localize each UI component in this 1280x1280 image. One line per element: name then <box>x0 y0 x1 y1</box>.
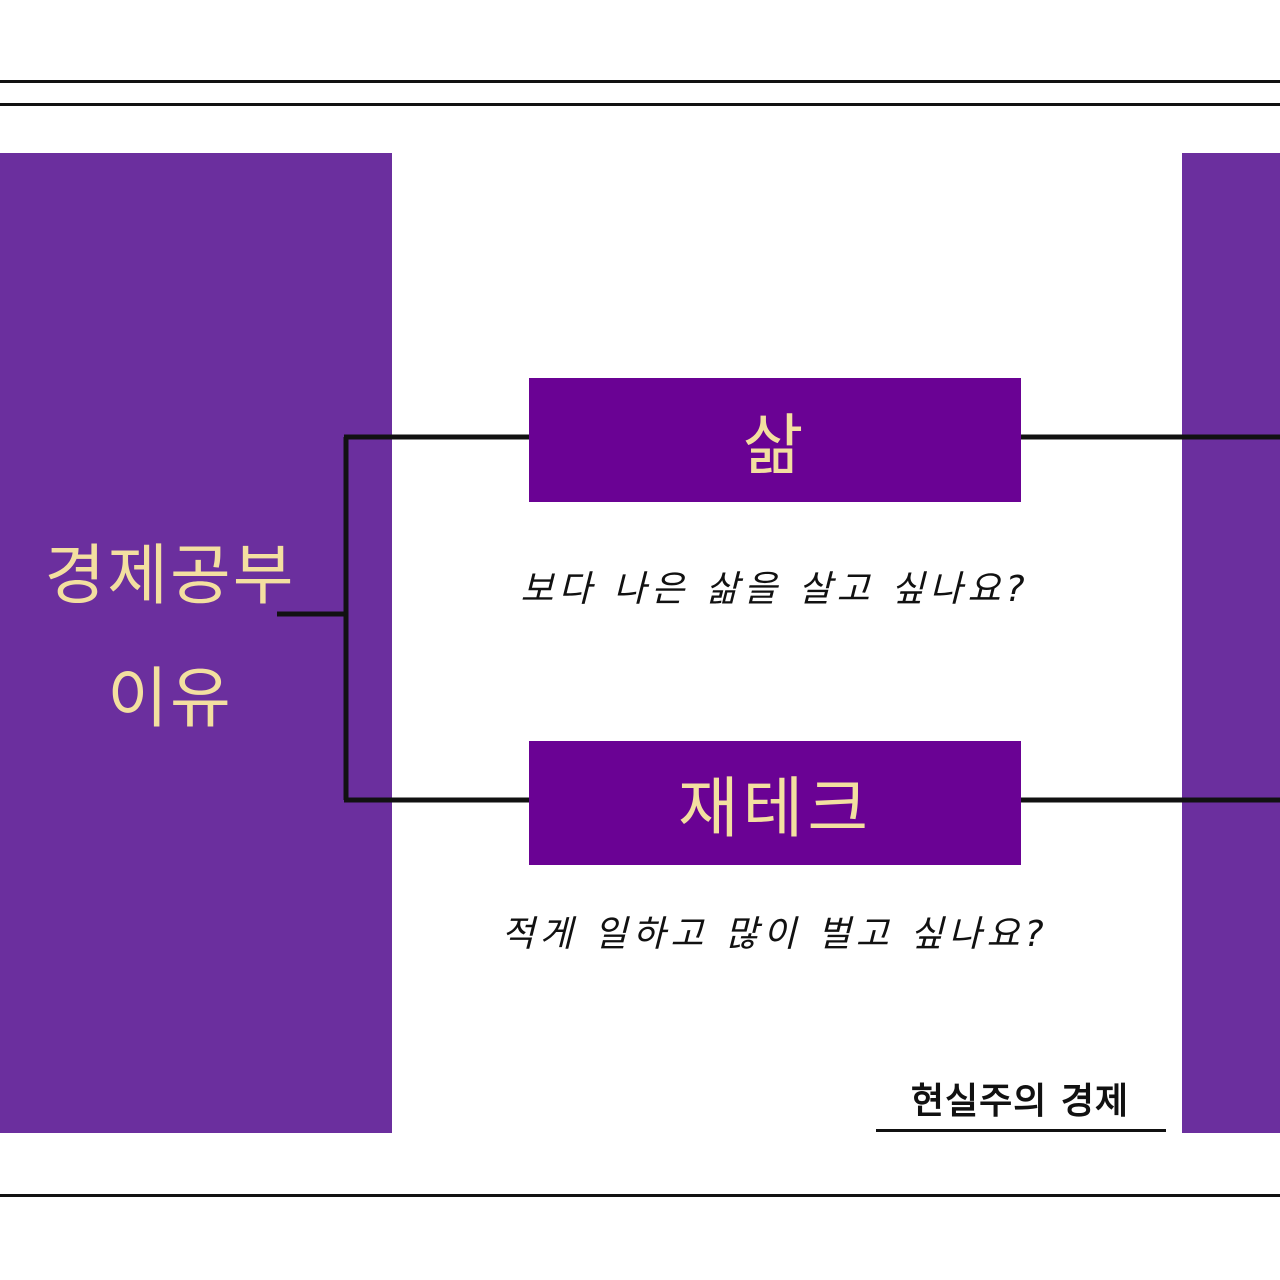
brand-underline <box>876 1129 1166 1132</box>
left-panel <box>0 153 392 1133</box>
branch-box-life: 삶 <box>529 378 1021 502</box>
top-rule-2 <box>0 103 1280 106</box>
top-rule-1 <box>0 80 1280 83</box>
branch-question-investment: 적게 일하고 많이 벌고 싶나요? <box>501 914 1049 955</box>
main-title-line2: 이유 <box>107 660 233 737</box>
brand-label: 현실주의 경제 <box>910 1081 1130 1122</box>
right-panel <box>1182 153 1280 1133</box>
branch-box-investment: 재테크 <box>529 741 1021 865</box>
main-title-line1: 경제공부 <box>44 537 296 614</box>
branch-label-life: 삶 <box>742 407 808 484</box>
branch-label-investment: 재테크 <box>677 770 873 847</box>
bottom-rule <box>0 1194 1280 1197</box>
branch-question-life: 보다 나은 삶을 살고 싶나요? <box>520 569 1030 610</box>
